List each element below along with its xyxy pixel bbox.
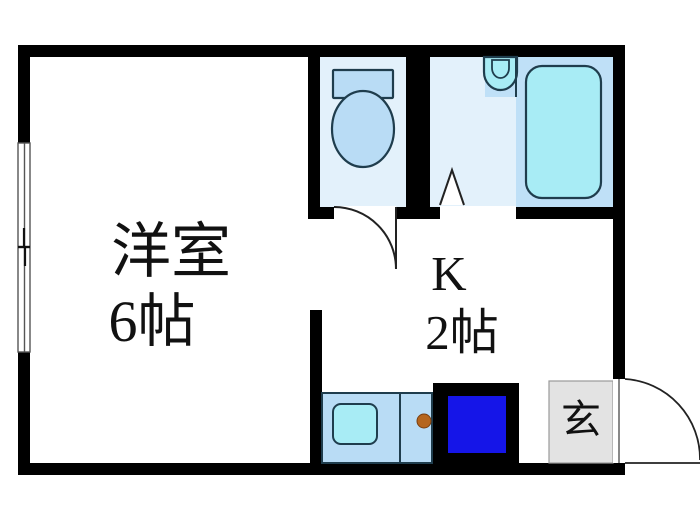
main-room-name: 洋室	[111, 219, 231, 285]
main-room-floor	[30, 57, 311, 463]
wc-door[interactable]	[333, 206, 397, 270]
stove-burner	[416, 413, 432, 429]
toilet-bowl	[330, 89, 396, 169]
entrance-door[interactable]	[613, 378, 700, 464]
wc-door-swing-arc	[333, 206, 397, 270]
main-room-label: 洋室 6帖	[108, 219, 231, 354]
wall-left-upper	[18, 45, 30, 143]
genkan-label: 玄	[561, 397, 601, 442]
kitchen-counter	[321, 392, 433, 464]
wall-top	[18, 45, 625, 57]
main-room-size: 6帖	[108, 289, 195, 354]
toilet	[330, 68, 396, 169]
bath-door-threshold	[440, 206, 516, 219]
entrance-door-swing-arc	[624, 378, 700, 460]
kitchen-size: 2帖	[425, 305, 499, 360]
genkan: 玄	[548, 380, 614, 464]
kitchen-label: K 2帖	[425, 246, 499, 360]
bath-door[interactable]	[439, 166, 516, 219]
wall-wc-bath	[406, 45, 430, 219]
appliance-slot-fill	[448, 396, 506, 453]
kitchen-name: K	[431, 246, 466, 301]
wall-room-kitchen	[310, 310, 322, 463]
wall-right	[613, 45, 625, 379]
wall-bottom	[18, 463, 625, 475]
balcony-window[interactable]	[17, 142, 31, 353]
kitchen-sink-basin	[332, 403, 378, 445]
wall-left-lower	[18, 352, 30, 475]
bath-door-fold	[439, 166, 465, 206]
wall-main-wc	[308, 45, 320, 219]
genkan-tile	[548, 380, 614, 464]
appliance-slot	[433, 383, 519, 463]
washbasin-bowl	[491, 59, 510, 79]
washbasin	[482, 55, 519, 97]
bathtub	[524, 64, 603, 200]
